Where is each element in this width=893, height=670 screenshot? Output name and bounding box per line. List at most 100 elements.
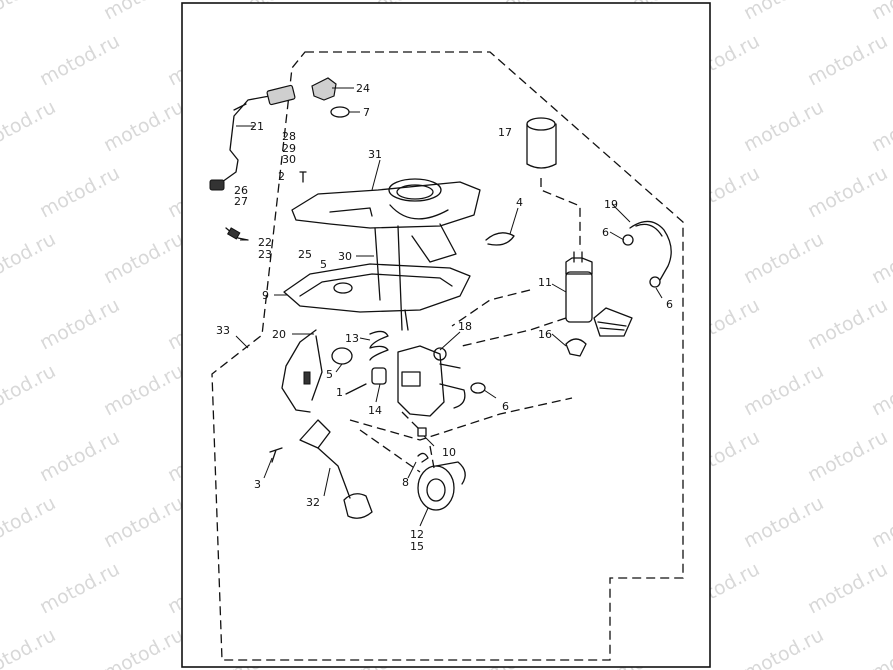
float bbox=[343, 493, 373, 519]
callout-17: 17 bbox=[498, 126, 512, 139]
watermark-text: motod.ru bbox=[804, 426, 891, 486]
watermark-text: motod.ru bbox=[804, 30, 891, 90]
callout-6-lower: 6 bbox=[502, 400, 509, 413]
clip-8 bbox=[417, 452, 429, 463]
watermark-text: motod.ru bbox=[868, 96, 893, 156]
watermark-text: motod.ru bbox=[0, 492, 59, 552]
watermark-text: motod.ru bbox=[36, 30, 123, 90]
watermark-text: motod.ru bbox=[804, 294, 891, 354]
callout-4: 4 bbox=[516, 196, 523, 209]
watermark-text: motod.ru bbox=[740, 360, 827, 420]
callout-15: 15 bbox=[410, 540, 424, 553]
watermark-text: motod.ru bbox=[740, 228, 827, 288]
harness-plug-26 bbox=[209, 179, 225, 191]
callout-5-lower: 5 bbox=[326, 368, 333, 381]
watermark-text: motod.ru bbox=[100, 360, 187, 420]
watermark-text: motod.ru bbox=[868, 492, 893, 552]
watermark-text: motod.ru bbox=[740, 624, 827, 670]
callout-27: 27 bbox=[234, 195, 248, 208]
watermark-text: motod.ru bbox=[804, 558, 891, 618]
callout-13: 13 bbox=[345, 332, 359, 345]
connector-24 bbox=[311, 77, 337, 101]
callout-26: 26 bbox=[234, 184, 248, 197]
watermark-text: motod.ru bbox=[0, 96, 59, 156]
level-sender-12 bbox=[417, 461, 466, 511]
callout-7: 7 bbox=[363, 106, 370, 119]
grommet-6 bbox=[470, 382, 486, 394]
callout-22: 22 bbox=[258, 236, 272, 249]
leader-lines bbox=[235, 87, 663, 527]
callout-19: 19 bbox=[604, 198, 618, 211]
watermark-text: motod.ru bbox=[0, 228, 59, 288]
wire-connector-20 bbox=[303, 371, 311, 385]
watermark-text: motod.ru bbox=[36, 558, 123, 618]
harness-connector bbox=[266, 84, 296, 106]
watermark-text: motod.ru bbox=[740, 492, 827, 552]
watermark-text: motod.ru bbox=[100, 96, 187, 156]
spring-13 bbox=[369, 330, 389, 361]
callout-30-top: 30 bbox=[282, 153, 296, 166]
nut-10 bbox=[417, 427, 427, 437]
regulator-bracket-18 bbox=[397, 345, 466, 417]
watermark-text: motod.ru bbox=[740, 0, 827, 24]
assembly-guide-lines bbox=[349, 178, 581, 473]
screw-2 bbox=[299, 171, 307, 183]
watermark-text: motod.ru bbox=[36, 294, 123, 354]
watermark-text: motod.ru bbox=[868, 624, 893, 670]
strainer-16 bbox=[565, 307, 633, 357]
callout-14: 14 bbox=[368, 404, 382, 417]
callout-11: 11 bbox=[538, 276, 552, 289]
watermark-text: motod.ru bbox=[868, 360, 893, 420]
callout-29: 29 bbox=[282, 142, 296, 155]
callout-33: 33 bbox=[216, 324, 230, 337]
wiring-20 bbox=[281, 329, 323, 413]
callout-6-right: 6 bbox=[666, 298, 673, 311]
callout-25: 25 bbox=[298, 248, 312, 261]
watermark-text: motod.ru bbox=[868, 0, 893, 24]
watermark-text: motod.ru bbox=[868, 228, 893, 288]
callout-24: 24 bbox=[356, 82, 370, 95]
callout-23: 23 bbox=[258, 248, 272, 261]
pump-support-rods bbox=[374, 225, 409, 331]
callout-18: 18 bbox=[458, 320, 472, 333]
fuel-hose-19 bbox=[629, 220, 672, 281]
float-arm-32 bbox=[299, 419, 373, 519]
pump-top-plate bbox=[291, 178, 481, 263]
kit-boundary-dashed bbox=[211, 51, 684, 661]
wiring-harness bbox=[221, 94, 276, 183]
watermark-text: motod.ru bbox=[100, 228, 187, 288]
callout-31: 31 bbox=[368, 148, 382, 161]
callout-21: 21 bbox=[250, 120, 264, 133]
callout-12: 12 bbox=[410, 528, 424, 541]
callout-32: 32 bbox=[306, 496, 320, 509]
watermark-text: motod.ru bbox=[100, 0, 187, 24]
callout-1: 1 bbox=[336, 386, 343, 399]
watermark-text: motod.ru bbox=[740, 96, 827, 156]
hose-clamp-4 bbox=[485, 232, 515, 246]
watermark-text: motod.ru bbox=[0, 624, 59, 670]
watermark-text: motod.ru bbox=[100, 492, 187, 552]
watermark-text: motod.ru bbox=[36, 426, 123, 486]
callout-9: 9 bbox=[262, 289, 269, 302]
watermark-text: motod.ru bbox=[804, 162, 891, 222]
callout-10: 10 bbox=[442, 446, 456, 459]
callout-30-lower: 30 bbox=[338, 250, 352, 263]
callout-28: 28 bbox=[282, 130, 296, 143]
fuel-pump-11 bbox=[565, 251, 593, 323]
callout-6-upper: 6 bbox=[602, 226, 609, 239]
callout-5-upper: 5 bbox=[320, 258, 327, 271]
pin-1 bbox=[345, 383, 367, 395]
diagram-frame bbox=[181, 2, 711, 668]
callout-8: 8 bbox=[402, 476, 409, 489]
bushing-14 bbox=[371, 367, 387, 385]
watermark-text: motod.ru bbox=[100, 624, 187, 670]
watermark-text: motod.ru bbox=[36, 162, 123, 222]
watermark-text: motod.ru bbox=[0, 0, 59, 24]
callout-16: 16 bbox=[538, 328, 552, 341]
watermark-text: motod.ru bbox=[0, 360, 59, 420]
callout-3: 3 bbox=[254, 478, 261, 491]
harness-terminal bbox=[226, 227, 241, 240]
callout-20: 20 bbox=[272, 328, 286, 341]
callout-2: 2 bbox=[278, 170, 285, 183]
